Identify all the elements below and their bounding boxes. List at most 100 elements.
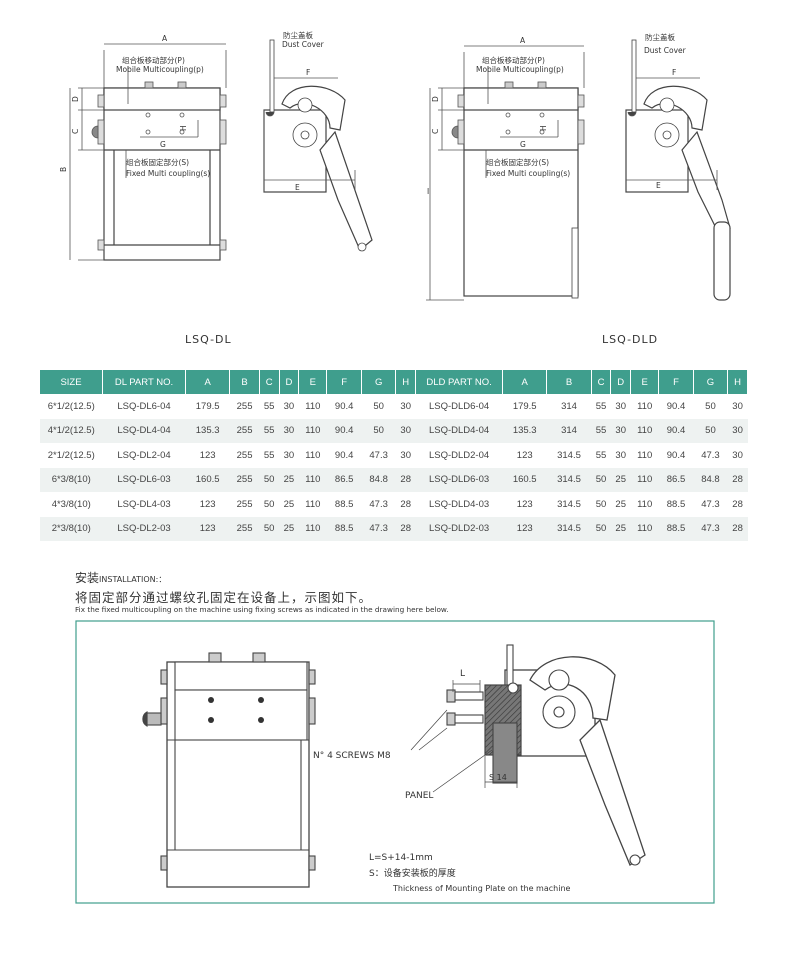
table-cell: 30 xyxy=(279,418,299,443)
spec-table: SIZE DL PART NO. A B C D E F G H DLD PAR… xyxy=(40,370,748,541)
table-cell: 50 xyxy=(693,418,728,443)
table-cell: 84.8 xyxy=(361,467,396,492)
install-dim-l: L xyxy=(460,669,465,679)
table-cell: LSQ-DL2-04 xyxy=(117,449,171,461)
dl-mobile-en: Mobile Multicoupling(p) xyxy=(116,65,204,74)
installation-line-cn: 将固定部分通过螺纹孔固定在设备上，示图如下。 xyxy=(75,590,373,605)
dld-dim-d: D xyxy=(431,96,440,102)
table-cell: 86.5 xyxy=(326,467,362,492)
table-cell: 255 xyxy=(229,516,260,541)
table-cell: 4*3/8(10) xyxy=(51,498,91,510)
install-side-view xyxy=(446,644,646,866)
table-cell: 314.5 xyxy=(557,498,581,510)
dl-dust-en: Dust Cover xyxy=(282,40,325,49)
dld-dim-h: H xyxy=(539,125,548,131)
dl-side-view xyxy=(263,39,373,252)
dld-dim-f: F xyxy=(672,68,676,77)
table-cell: 47.3 xyxy=(693,516,728,541)
installation-title-en: INSTALLATION:： xyxy=(99,575,167,584)
dl-dim-g: G xyxy=(160,140,166,149)
table-cell: 255 xyxy=(236,400,253,412)
table-cell: 123 xyxy=(502,516,547,541)
dld-mobile-en: Mobile Multicoupling(p) xyxy=(476,65,564,74)
table-cell: 55 xyxy=(263,449,275,461)
table-cell: 28 xyxy=(395,516,416,541)
table-cell: LSQ-DL4-03 xyxy=(117,498,171,510)
table-cell: 47.3 xyxy=(369,449,388,461)
table-cell: LSQ-DLD4-03 xyxy=(428,498,490,510)
table-cell: 25 xyxy=(615,498,626,510)
table-cell: 314.5 xyxy=(557,449,581,461)
table-cell: 160.5 xyxy=(185,467,230,492)
table-cell: 30 xyxy=(615,449,626,461)
install-panel-label: PANEL xyxy=(405,791,433,801)
table-cell: 30 xyxy=(727,418,748,443)
dld-dim-a: A xyxy=(520,36,526,45)
table-cell: 30 xyxy=(283,400,295,412)
table-cell: 110 xyxy=(298,418,327,443)
table-cell: 50 xyxy=(373,400,384,412)
table-cell: 86.5 xyxy=(658,467,694,492)
table-cell: 90.4 xyxy=(334,400,354,412)
table-cell: 25 xyxy=(610,467,631,492)
col-dl-g: G xyxy=(361,370,397,394)
dld-dim-i: I xyxy=(427,187,429,196)
table-cell: 28 xyxy=(727,516,748,541)
installation-title: 安装INSTALLATION:： xyxy=(75,569,166,586)
install-s14-label: S 14 xyxy=(489,773,507,782)
table-cell: LSQ-DLD2-03 xyxy=(415,516,503,541)
col-dld-e: E xyxy=(630,370,660,394)
table-cell: 110 xyxy=(305,449,321,461)
table-cell: 6*3/8(10) xyxy=(40,467,103,492)
col-dl-part: DL PART NO. xyxy=(102,370,186,394)
table-cell: 28 xyxy=(400,498,411,510)
col-dl-c: C xyxy=(259,370,280,394)
table-cell: 88.5 xyxy=(326,516,362,541)
table-cell: 47.3 xyxy=(701,498,720,510)
installation-line-en: Fix the fixed multicoupling on the machi… xyxy=(75,605,449,614)
table-cell: 47.3 xyxy=(361,516,396,541)
table-cell: 135.3 xyxy=(185,418,230,443)
table-cell: 88.5 xyxy=(334,498,354,510)
table-cell: 25 xyxy=(279,467,299,492)
table-cell: 50 xyxy=(595,498,607,510)
table-cell: 123 xyxy=(516,449,533,461)
col-dl-b: B xyxy=(229,370,260,394)
table-cell: 50 xyxy=(259,516,280,541)
dld-dim-c: C xyxy=(431,129,440,134)
dld-dim-g: G xyxy=(520,140,526,149)
dl-fixed-en: Fixed Multi coupling(s) xyxy=(126,169,210,178)
col-dld-b: B xyxy=(546,370,592,394)
install-s-note-cn: S：设备安装板的厚度 xyxy=(369,867,456,879)
dl-dim-c: C xyxy=(71,129,80,134)
install-s-note-en: Thickness of Mounting Plate on the machi… xyxy=(392,884,571,893)
install-formula: L=S+14-1mm xyxy=(369,853,433,863)
table-cell: LSQ-DLD2-04 xyxy=(428,449,490,461)
dld-mobile-cn: 组合板移动部分(P) xyxy=(482,55,545,65)
dl-dim-e: E xyxy=(295,183,300,192)
technical-drawings: A D C B H G 组合板移动部分(P) Mobile Multicoupl… xyxy=(59,30,731,301)
table-cell: 55 xyxy=(259,418,280,443)
dl-dust-cn: 防尘盖板 xyxy=(283,30,313,40)
table-cell: 135.3 xyxy=(502,418,547,443)
table-cell: 30 xyxy=(732,449,743,461)
table-cell: 30 xyxy=(610,418,631,443)
table-cell: 25 xyxy=(279,516,299,541)
dl-fixed-cn: 组合板固定部分(S) xyxy=(126,157,189,167)
col-dl-e: E xyxy=(298,370,328,394)
col-dld-g: G xyxy=(693,370,729,394)
dl-front-view xyxy=(69,43,227,261)
col-dld-part: DLD PART NO. xyxy=(415,370,504,394)
col-dld-a: A xyxy=(502,370,548,394)
table-cell: 123 xyxy=(185,516,230,541)
table-cell: 88.5 xyxy=(666,498,686,510)
table-cell: 110 xyxy=(637,449,653,461)
table-cell: LSQ-DLD4-04 xyxy=(415,418,503,443)
col-dl-d: D xyxy=(279,370,300,394)
dld-dust-en: Dust Cover xyxy=(644,46,687,55)
col-dl-h: H xyxy=(395,370,417,394)
table-cell: 314 xyxy=(546,418,592,443)
dl-mobile-cn: 组合板移动部分(P) xyxy=(122,55,185,65)
